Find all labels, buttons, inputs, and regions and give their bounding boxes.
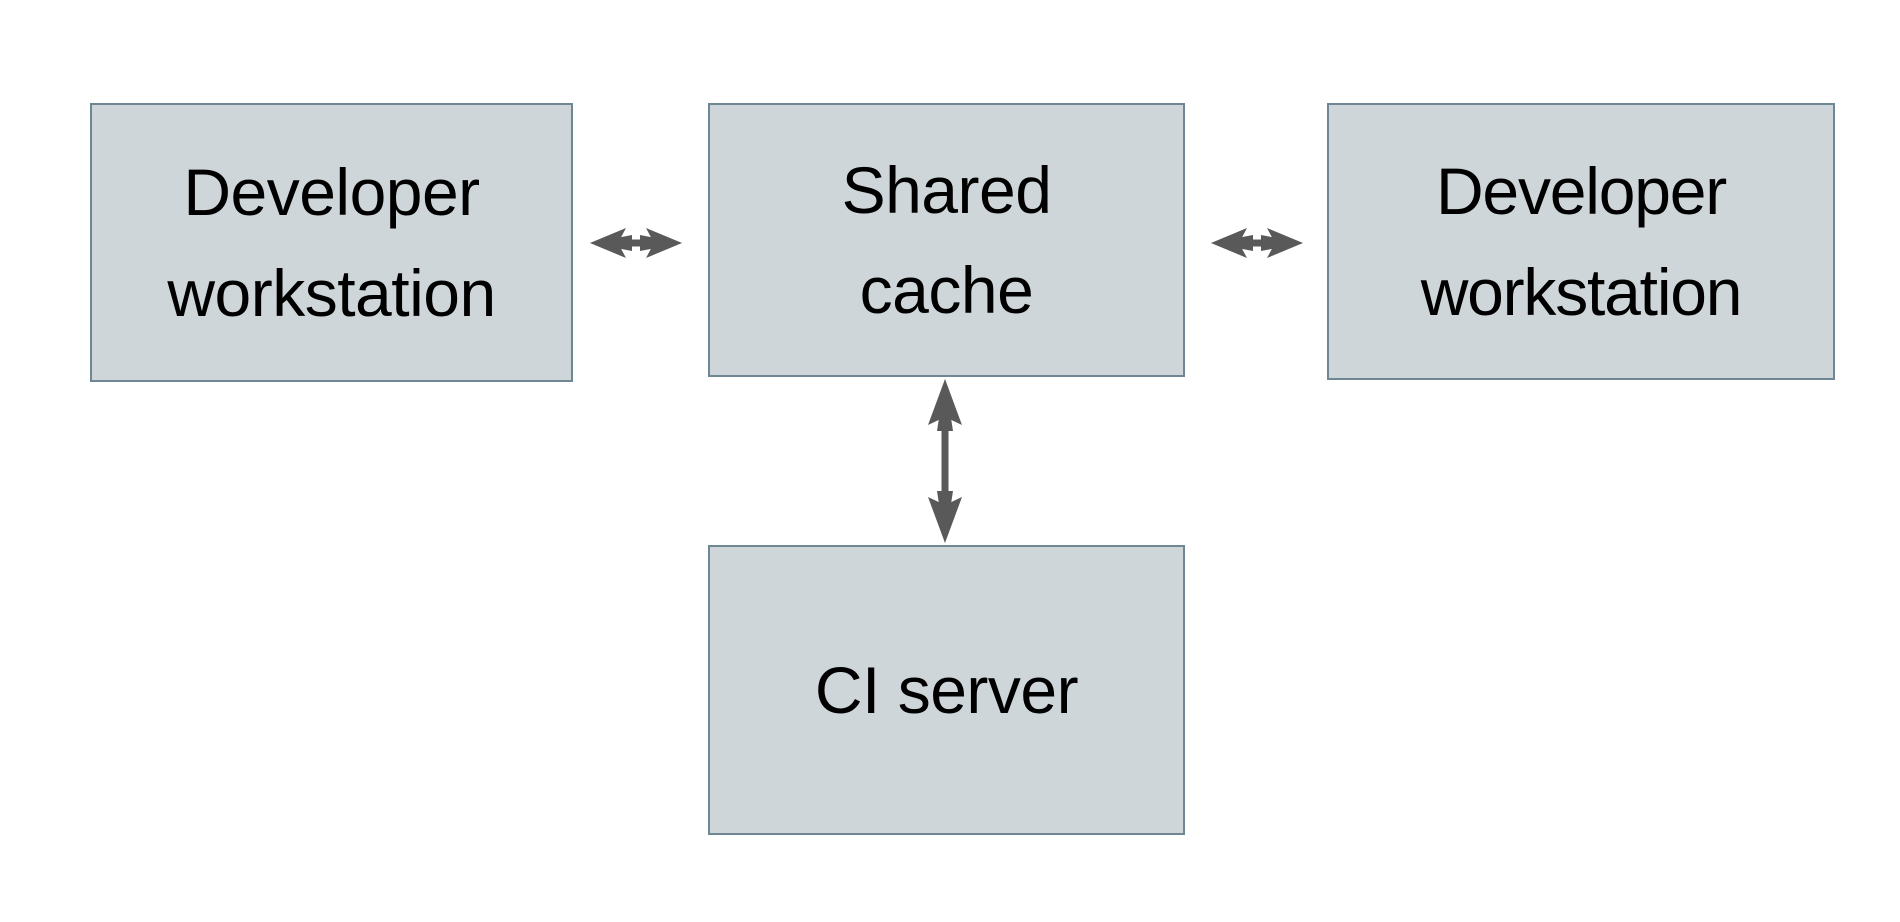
node-shared-cache[interactable]: Shared cache [708,103,1185,377]
edge-shared-cache-to-dev-right-bidirectional-arrow [1211,228,1303,258]
node-label: CI server [814,652,1079,727]
node-label: Developer workstation [1420,154,1743,329]
edge-dev-left-to-shared-cache-bidirectional-arrow [590,228,682,258]
node-label: Shared cache [841,152,1052,327]
node-developer-workstation-left[interactable]: Developer workstation [90,103,573,382]
edge-shared-cache-to-ci-server-bidirectional-arrow [928,379,962,543]
node-developer-workstation-right[interactable]: Developer workstation [1327,103,1835,380]
node-ci-server[interactable]: CI server [708,545,1185,835]
node-label: Developer workstation [167,155,496,330]
